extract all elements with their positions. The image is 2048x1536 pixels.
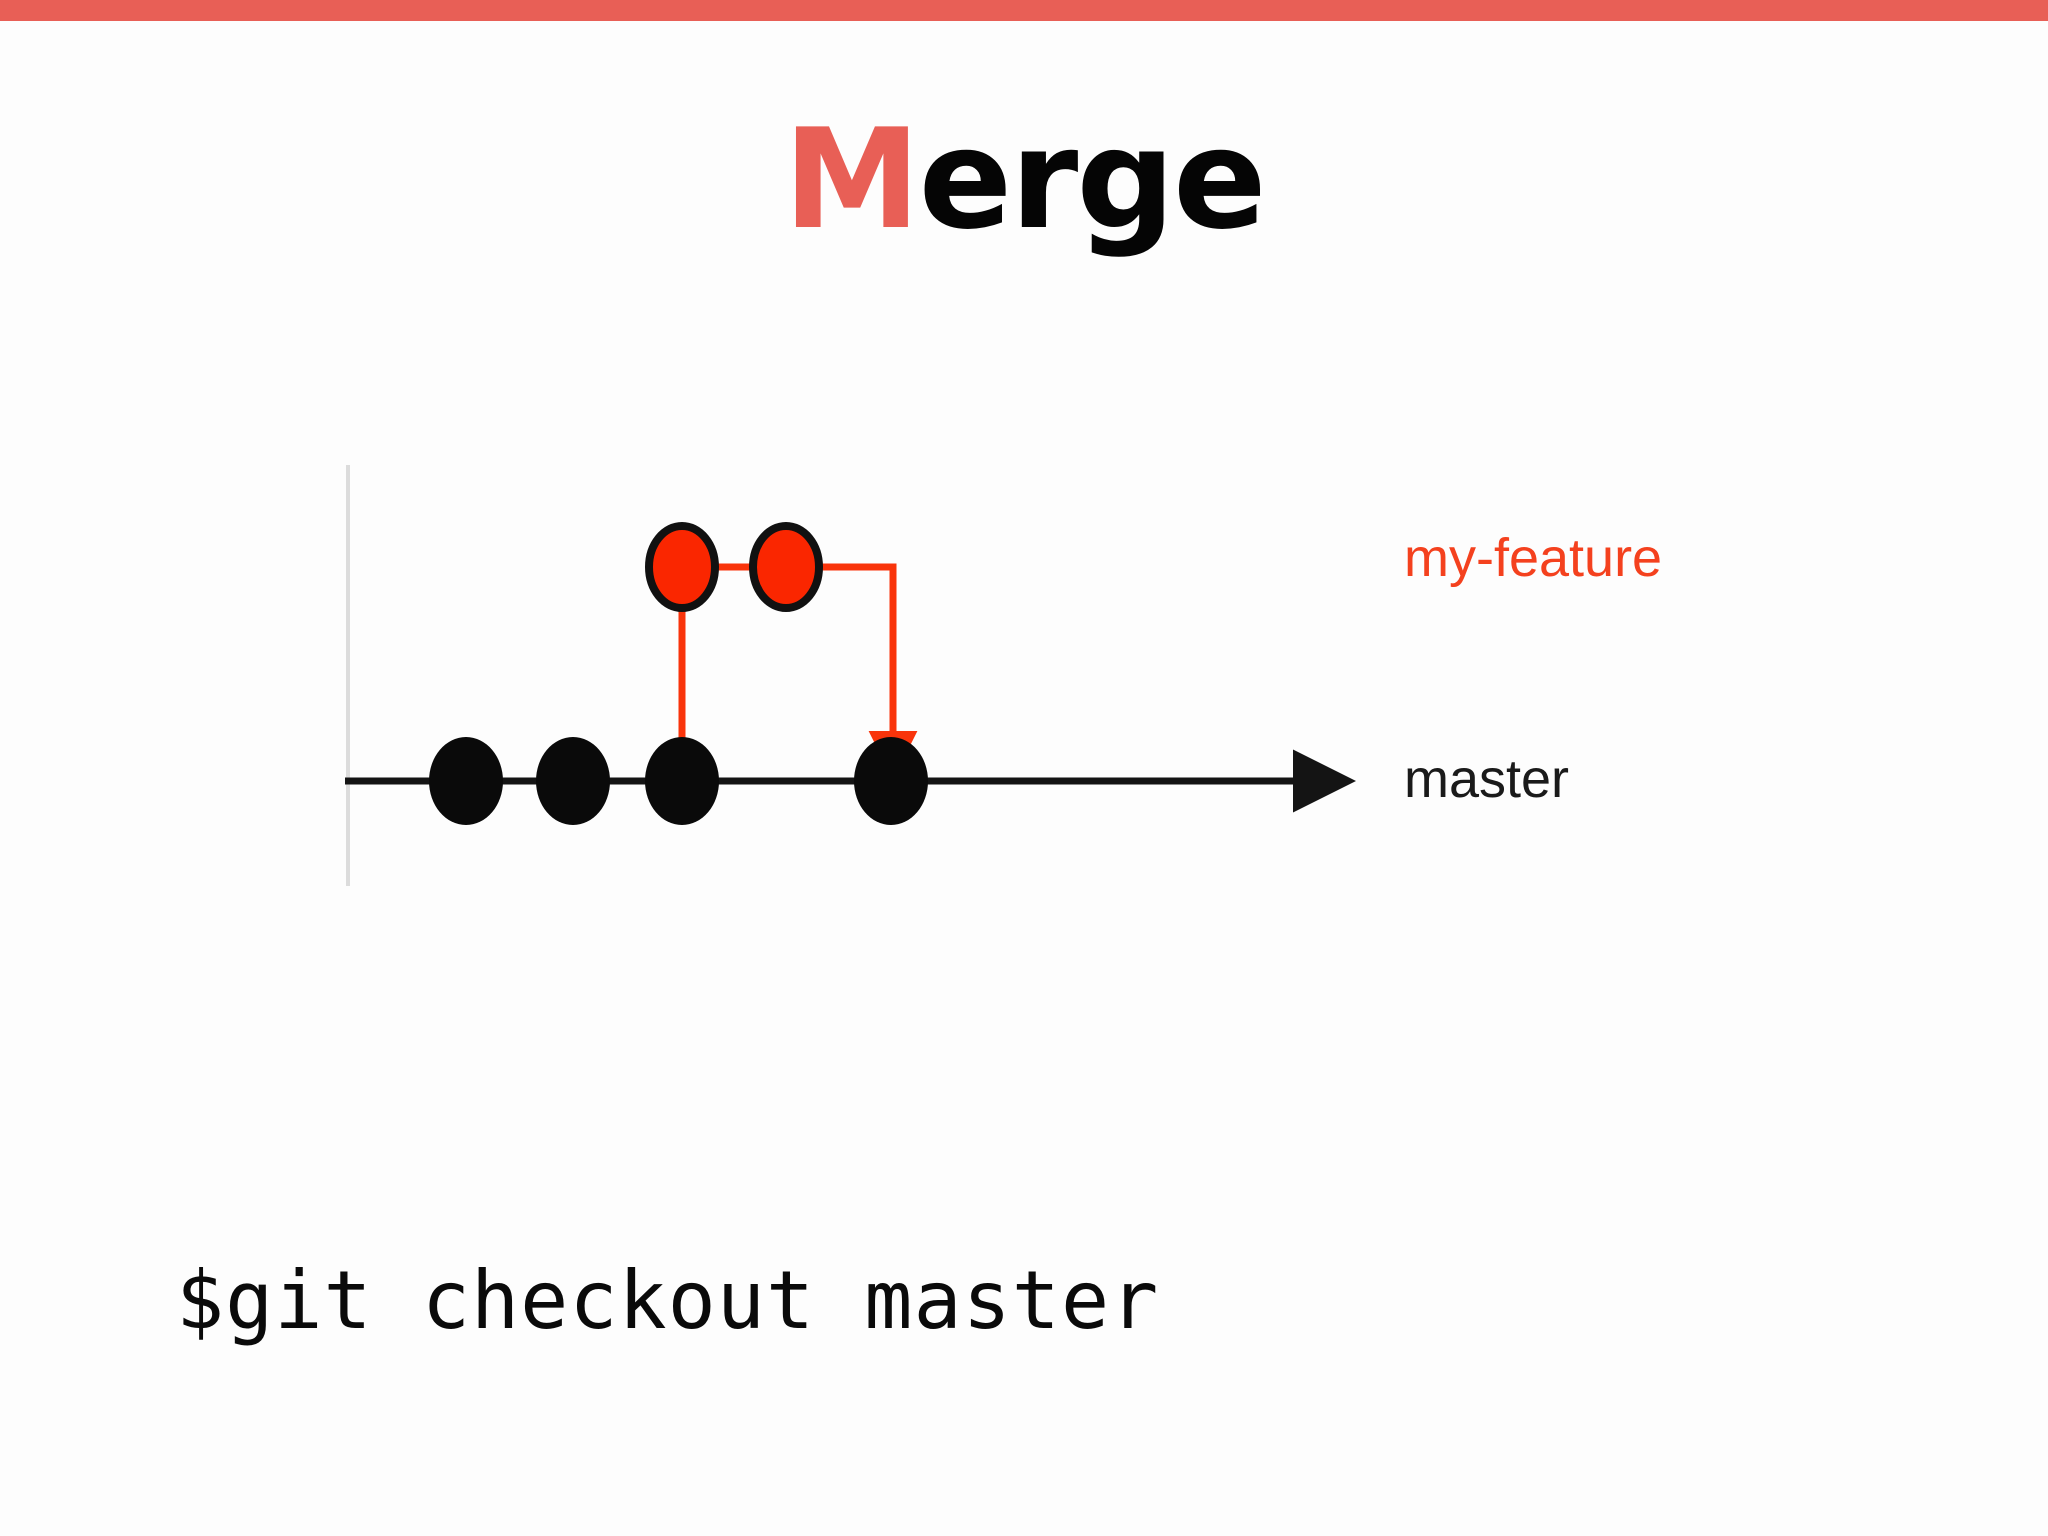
branch-label-my-feature: my-feature <box>1404 528 1663 588</box>
master-commit-1 <box>429 737 503 825</box>
my-feature-commit-1 <box>645 522 719 612</box>
command-line-1: $git checkout master <box>176 1254 1160 1347</box>
title-accent-letter: M <box>783 99 920 260</box>
page-title: Merge <box>0 107 2048 253</box>
master-merge-commit <box>854 737 928 825</box>
top-accent-bar <box>0 0 2048 21</box>
branch-label-master: master <box>1404 749 1570 809</box>
command-block: $git checkout master $git diff master..m… <box>176 988 1553 1536</box>
merge-arrow-path <box>786 563 918 780</box>
my-feature-commit-2 <box>749 522 823 612</box>
master-commit-3 <box>645 737 719 825</box>
master-commit-2 <box>536 737 610 825</box>
title-rest: erge <box>918 99 1267 260</box>
